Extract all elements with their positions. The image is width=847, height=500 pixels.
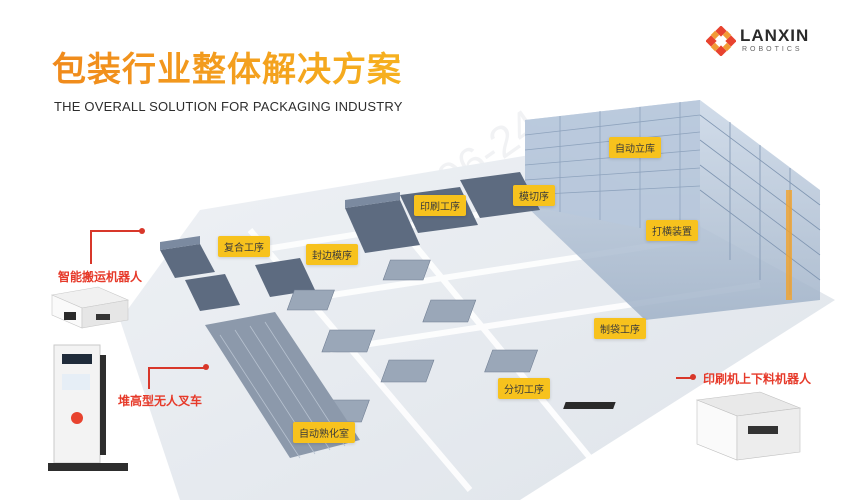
warehouse-racks — [524, 100, 821, 320]
callout-dot-stacker-forklift — [203, 364, 209, 370]
tag-side-seal-process: 封边模序 — [306, 244, 358, 265]
page-subtitle: THE OVERALL SOLUTION FOR PACKAGING INDUS… — [54, 99, 403, 114]
printer-loading-robot-image — [563, 391, 802, 461]
tag-die-cutting: 模切序 — [513, 185, 555, 206]
page-title: 包装行业整体解决方案 — [52, 42, 402, 91]
stacker-forklift-image — [48, 344, 128, 471]
aging-room — [205, 312, 360, 458]
tag-bag-making-process: 制袋工序 — [594, 318, 646, 339]
handling-robot-image — [50, 286, 130, 329]
callout-line-stacker-forklift — [148, 367, 206, 369]
logo-mark-icon — [706, 26, 736, 56]
callout-printer-loading-robot: 印刷机上下料机器人 — [703, 372, 812, 386]
callout-handling-robot: 智能搬运机器人 — [58, 270, 143, 284]
tag-pallet-device: 打横装置 — [646, 220, 698, 241]
callout-line-stacker-forklift — [148, 367, 150, 389]
logo-name: LANXIN — [740, 26, 810, 45]
callout-line-printer-loading-robot — [676, 377, 692, 379]
callout-dot-handling-robot — [139, 228, 145, 234]
callout-stacker-forklift: 堆高型无人叉车 — [118, 394, 203, 408]
logo-subtitle: ROBOTICS — [742, 46, 803, 53]
callout-dot-printer-loading-robot — [690, 374, 696, 380]
tag-aging-room: 自动熟化室 — [293, 422, 355, 443]
tag-composite-process: 复合工序 — [218, 236, 270, 257]
tag-slitting-process: 分切工序 — [498, 378, 550, 399]
tag-printing-process: 印刷工序 — [414, 195, 466, 216]
callout-line-handling-robot — [90, 230, 92, 264]
callout-line-handling-robot — [90, 230, 142, 232]
lanxin-logo: LANXIN ROBOTICS — [706, 22, 826, 58]
tag-auto-warehouse: 自动立库 — [609, 137, 661, 158]
